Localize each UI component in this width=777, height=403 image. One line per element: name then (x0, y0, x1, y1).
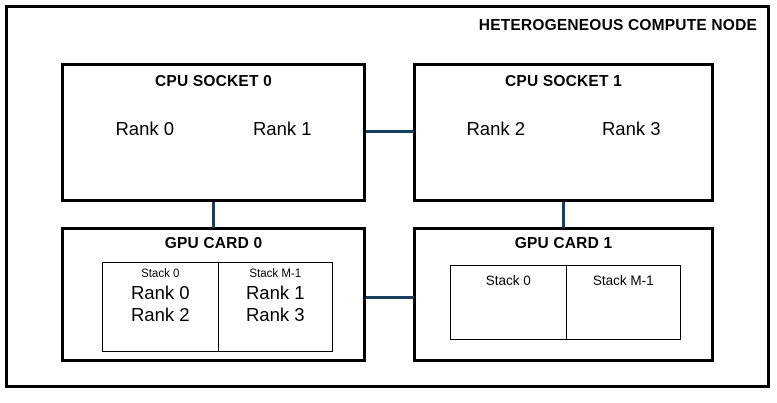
cpu-socket-1-rank-list: Rank 2 Rank 3 (428, 118, 699, 140)
connector-cpu0-to-gpu0 (212, 202, 215, 228)
gpu-card-0-stack-0-rank-2: Rank 2 (130, 304, 190, 325)
gpu-card-0-title: GPU CARD 0 (164, 235, 263, 252)
cpu-socket-0-box: CPU SOCKET 0 Rank 0 Rank 1 (61, 63, 366, 202)
gpu-card-0-stack-0-label: Stack 0 (141, 268, 180, 280)
gpu-card-0-stack-0-rank-0: Rank 0 (130, 282, 190, 303)
gpu-card-0-stack-0-cell: Stack 0 Rank 0 Rank 2 (103, 263, 218, 351)
cpu-socket-0-rank-1: Rank 1 (252, 118, 312, 139)
gpu-card-1-title: GPU CARD 1 (514, 235, 613, 252)
gpu-card-1-stack-m1-label: Stack M-1 (592, 273, 654, 288)
gpu-card-0-box: GPU CARD 0 Stack 0 Rank 0 Rank 2 Stack M… (61, 227, 366, 362)
cpu-socket-1-title: CPU SOCKET 1 (505, 73, 622, 90)
connector-cpu0-to-cpu1 (366, 130, 414, 133)
connector-cpu1-to-gpu1 (562, 202, 565, 228)
gpu-card-0-stack-table: Stack 0 Rank 0 Rank 2 Stack M-1 Rank 1 R… (102, 262, 333, 352)
gpu-card-0-stack-m1-cell: Stack M-1 Rank 1 Rank 3 (217, 263, 333, 351)
gpu-card-1-stack-m1-cell: Stack M-1 (565, 266, 681, 339)
cpu-socket-0-rank-0: Rank 0 (115, 118, 175, 139)
cpu-socket-1-rank-2: Rank 2 (466, 118, 526, 139)
gpu-card-0-stack-m1-rank-1: Rank 1 (245, 282, 305, 303)
cpu-socket-1-box: CPU SOCKET 1 Rank 2 Rank 3 (413, 63, 714, 202)
gpu-card-1-box: GPU CARD 1 Stack 0 Stack M-1 (413, 227, 714, 362)
gpu-card-1-stack-table: Stack 0 Stack M-1 (450, 265, 681, 340)
cpu-socket-0-title: CPU SOCKET 0 (155, 73, 272, 90)
connector-gpu0-to-gpu1 (366, 296, 414, 299)
gpu-card-0-stack-m1-rank-3: Rank 3 (245, 304, 305, 325)
cpu-socket-1-rank-3: Rank 3 (601, 118, 661, 139)
cpu-socket-0-rank-list: Rank 0 Rank 1 (76, 118, 351, 140)
gpu-card-0-stack-m1-label: Stack M-1 (249, 268, 302, 280)
gpu-card-1-stack-0-cell: Stack 0 (451, 266, 566, 339)
gpu-card-1-stack-0-label: Stack 0 (485, 273, 531, 288)
node-title: HETEROGENEOUS COMPUTE NODE (478, 17, 757, 34)
